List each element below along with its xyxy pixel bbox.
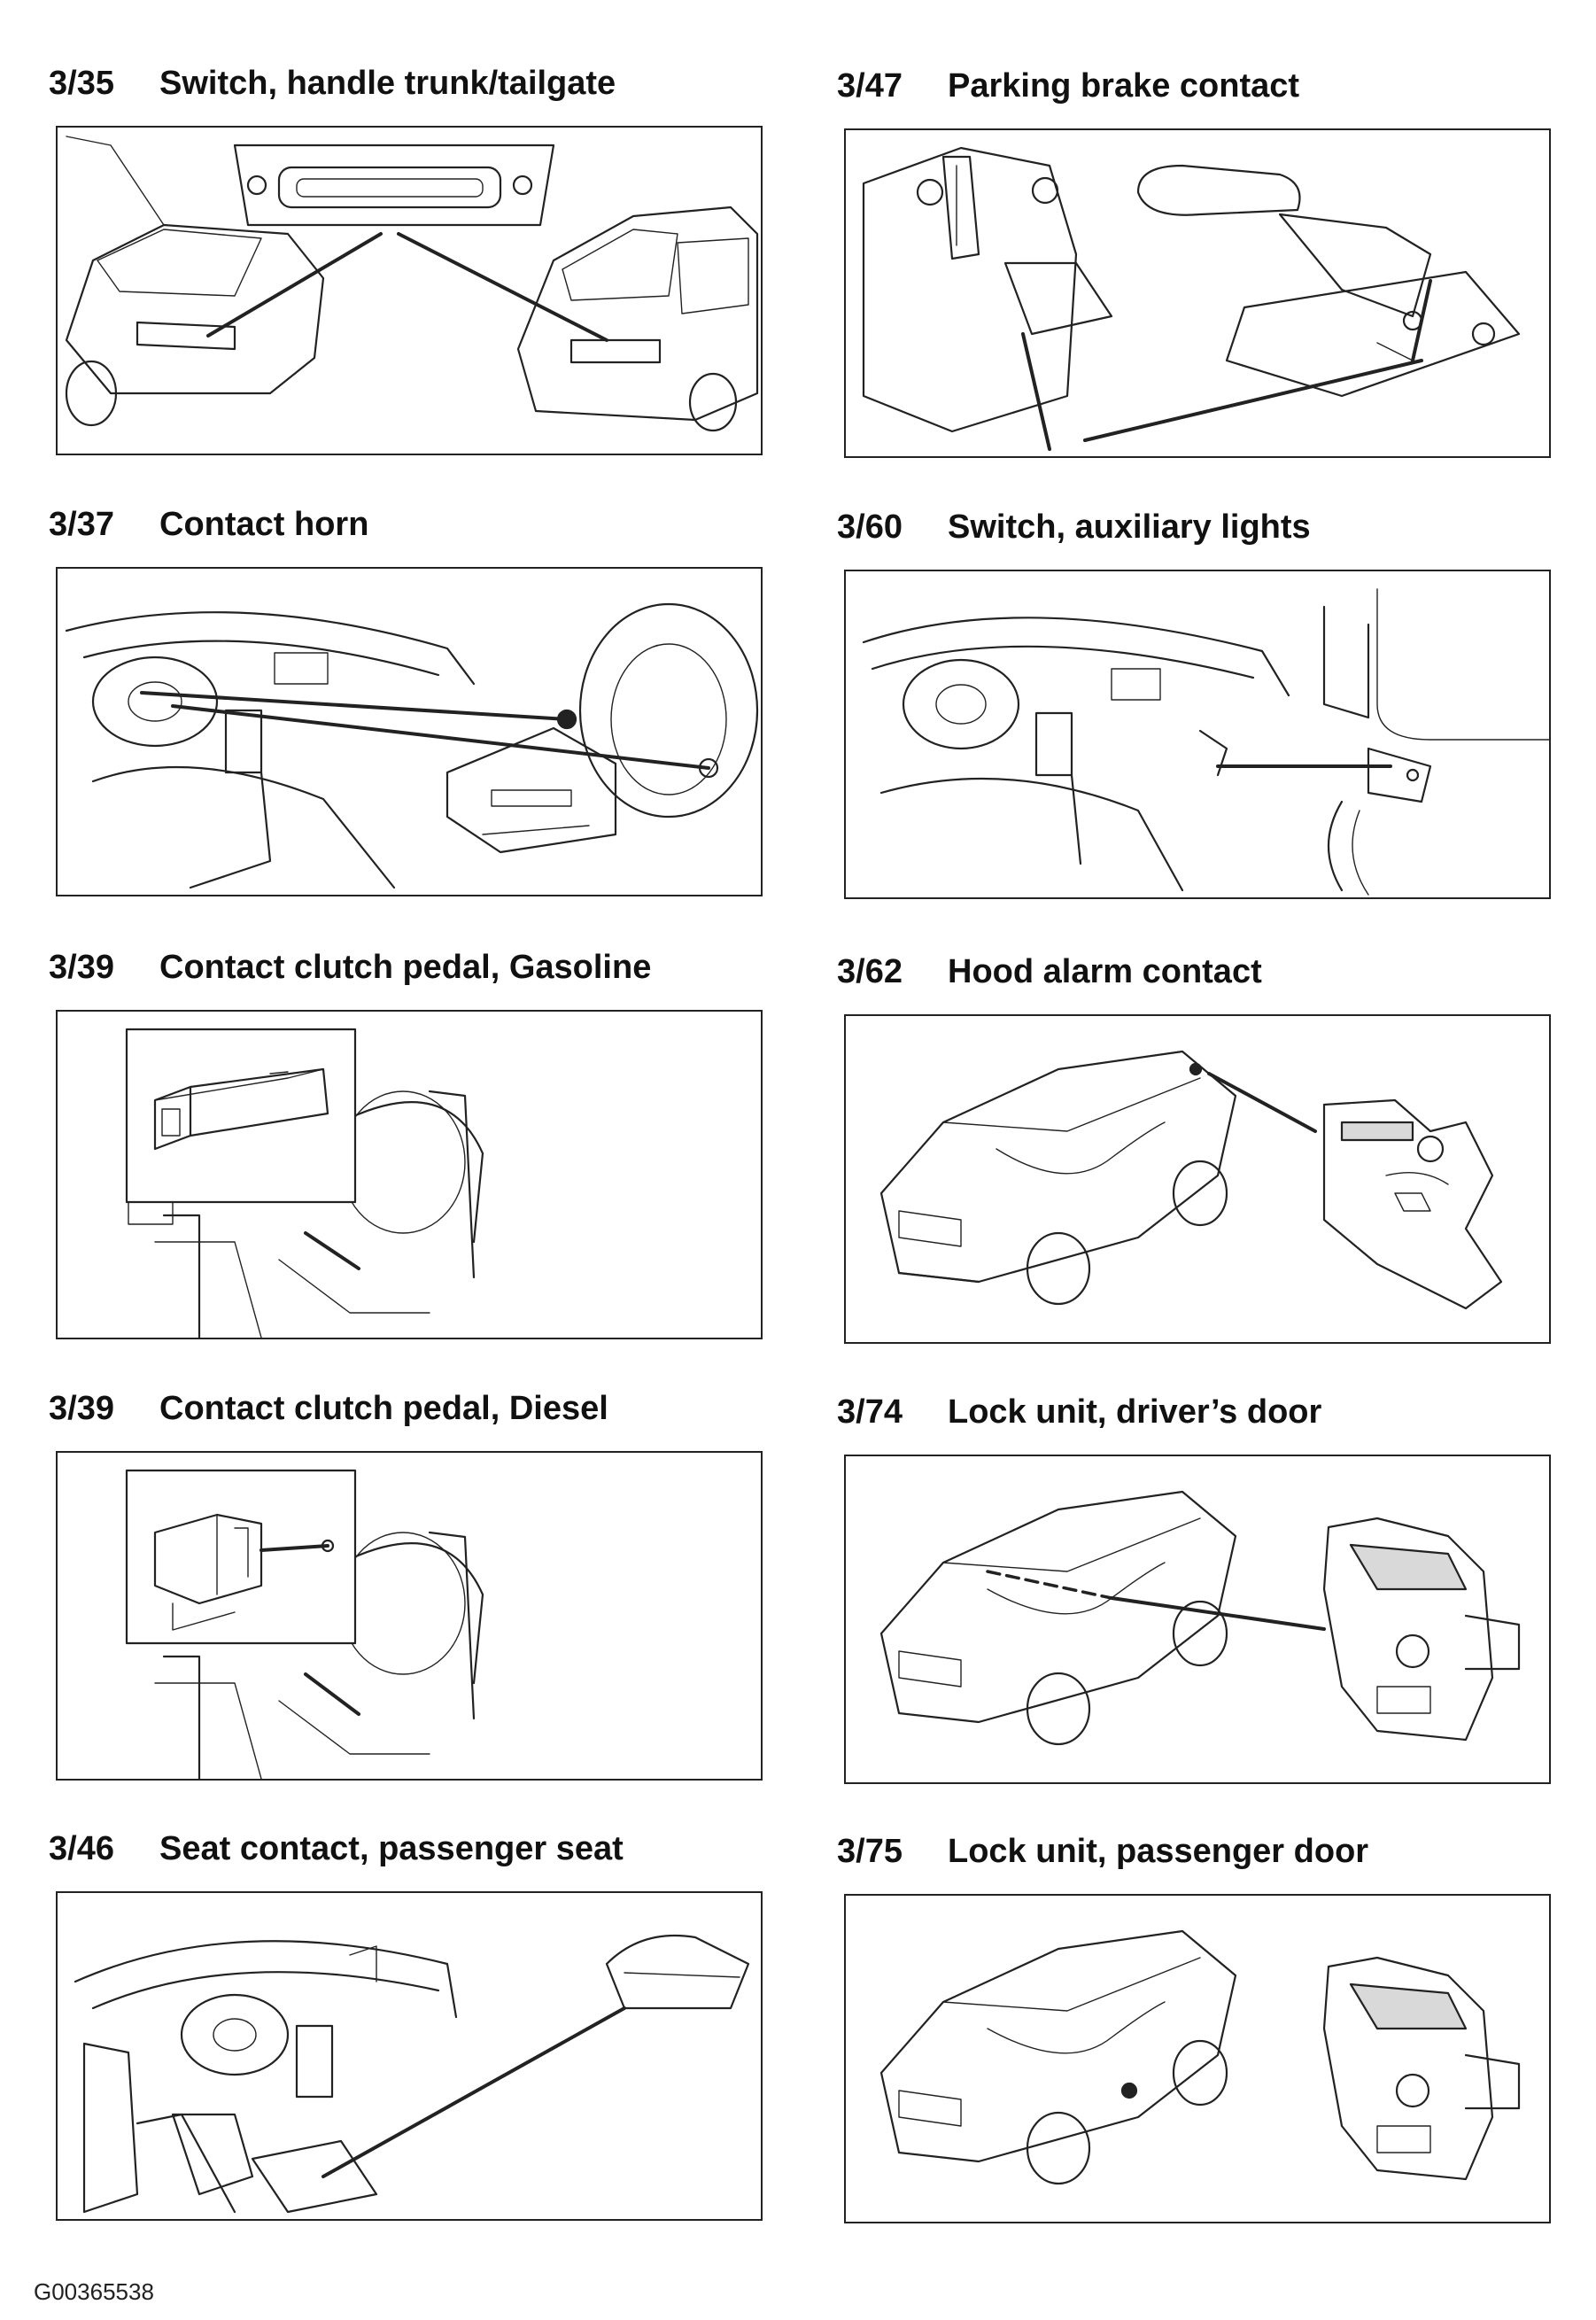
panel-header: 3/62 Hood alarm contact [837,943,1596,1000]
panel-code: 3/35 [49,65,114,102]
panel-title: Switch, handle trunk/tailgate [159,65,616,102]
panel-header: 3/39 Contact clutch pedal, Gasoline [49,939,819,996]
panel-title: Switch, auxiliary lights [948,508,1311,546]
panel-title: Lock unit, driver’s door [948,1393,1322,1431]
illustration-parking-brake [844,128,1551,458]
panel-code: 3/60 [837,508,903,546]
panel-header: 3/47 Parking brake contact [837,58,1596,114]
illustration-clutch-gasoline [56,1010,763,1339]
panel-code: 3/39 [49,1390,114,1427]
panel-header: 3/60 Switch, auxiliary lights [837,499,1596,555]
panel-title: Contact clutch pedal, Gasoline [159,949,652,986]
panel-code: 3/46 [49,1830,114,1867]
panel-code: 3/74 [837,1393,903,1431]
panel-title: Hood alarm contact [948,953,1262,990]
illustration-lock-passenger-door [844,1894,1551,2223]
illustration-seat-contact [56,1891,763,2221]
illustration-trunk-switch [56,126,763,455]
panel-header: 3/37 Contact horn [49,496,819,553]
panel-title: Lock unit, passenger door [948,1833,1369,1870]
panel-code: 3/47 [837,67,903,105]
panel-title: Seat contact, passenger seat [159,1830,624,1867]
illustration-contact-horn [56,567,763,896]
illustration-aux-lights [844,570,1551,899]
figure-reference-code: G00365538 [34,2278,154,2305]
panel-header: 3/75 Lock unit, passenger door [837,1823,1596,1880]
panel-header: 3/46 Seat contact, passenger seat [49,1820,819,1877]
panel-title: Contact horn [159,506,369,543]
panel-title: Parking brake contact [948,67,1300,105]
panel-code: 3/62 [837,953,903,990]
panel-header: 3/39 Contact clutch pedal, Diesel [49,1380,819,1437]
panel-code: 3/39 [49,949,114,986]
illustration-lock-driver-door [844,1455,1551,1784]
illustration-clutch-diesel [56,1451,763,1781]
panel-header: 3/74 Lock unit, driver’s door [837,1384,1596,1440]
panel-code: 3/75 [837,1833,903,1870]
illustration-hood-alarm [844,1014,1551,1344]
panel-code: 3/37 [49,506,114,543]
panel-title: Contact clutch pedal, Diesel [159,1390,608,1427]
panel-header: 3/35 Switch, handle trunk/tailgate [49,55,819,112]
